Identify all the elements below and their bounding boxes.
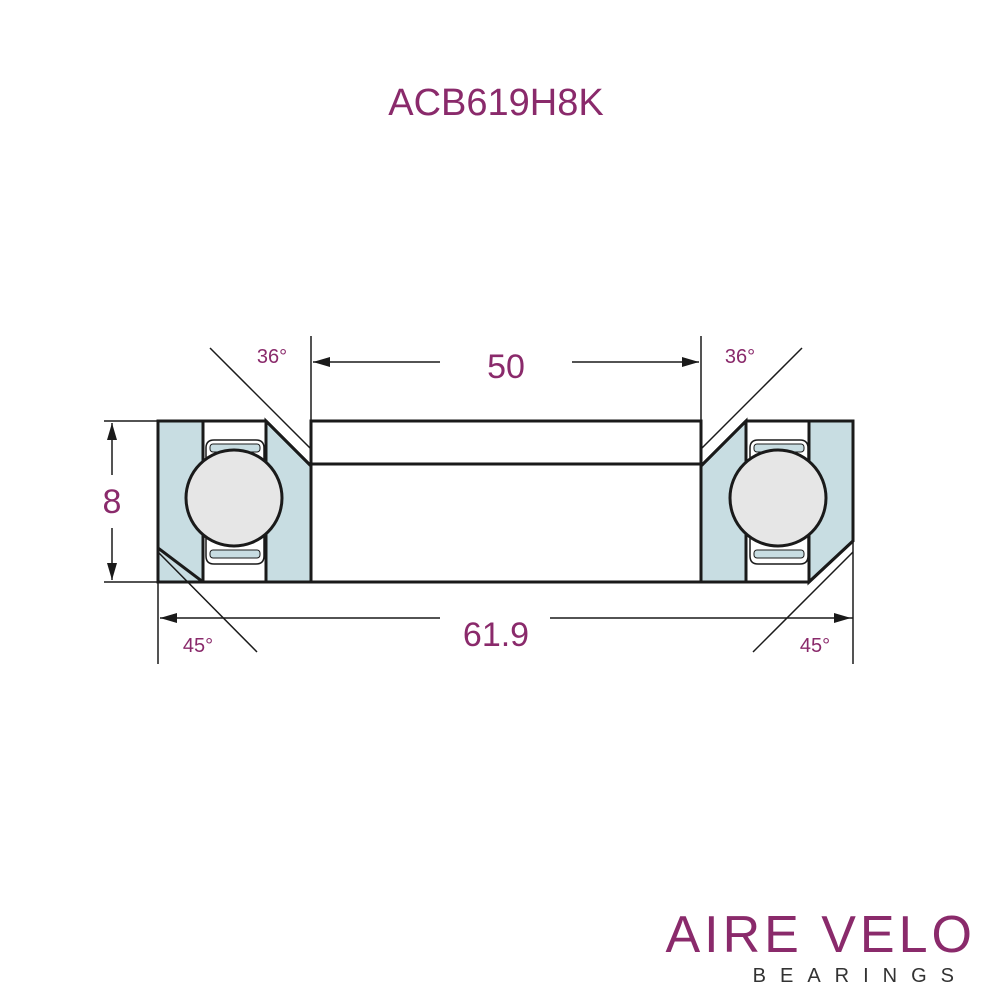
- part-number-title: ACB619H8K: [388, 82, 603, 124]
- right-ball: [728, 448, 828, 548]
- bearing-outline: [156, 419, 855, 584]
- angle-bottom-right-label: 45°: [800, 635, 830, 657]
- angle-top-left-label: 36°: [257, 346, 287, 368]
- angle-top-right-label: 36°: [725, 346, 755, 368]
- bearing-section: [156, 417, 855, 586]
- angle-bottom-left-label: 45°: [183, 635, 213, 657]
- brand-logo: AIRE VELO BEARINGS: [665, 906, 976, 987]
- outer-diameter-label: 61.9: [463, 616, 529, 654]
- logo-sub-text: BEARINGS: [753, 965, 968, 987]
- angle-top-left: 36°: [209, 346, 312, 450]
- angle-bottom-right: 45°: [752, 551, 854, 657]
- logo-main-text: AIRE VELO: [665, 906, 976, 964]
- angle-bottom-left: 45°: [157, 551, 258, 657]
- inner-diameter-dimension: 50: [310, 336, 702, 421]
- height-label: 8: [103, 483, 122, 521]
- height-dimension: 8: [103, 420, 158, 583]
- left-ball: [184, 448, 284, 548]
- angle-top-right: 36°: [700, 346, 803, 450]
- outer-diameter-dimension: 61.9: [157, 541, 854, 664]
- inner-diameter-label: 50: [487, 348, 525, 386]
